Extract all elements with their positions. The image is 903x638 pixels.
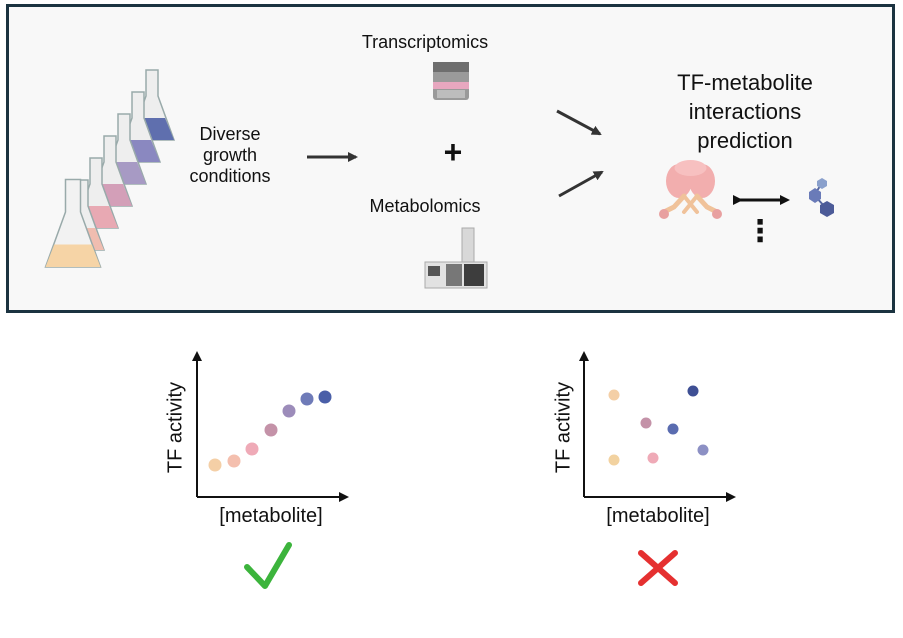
metabolite-molecule-icon — [809, 178, 834, 217]
data-point — [608, 454, 620, 466]
right-plot-axes — [579, 351, 736, 502]
data-point — [282, 404, 296, 418]
data-point — [697, 444, 709, 456]
mass-spectrometer-icon — [424, 227, 488, 289]
prediction-label-line: interactions — [688, 99, 802, 124]
transcription-factor-icon — [659, 160, 722, 219]
data-point — [647, 452, 659, 464]
arrow-diagonal-up-icon — [558, 170, 604, 198]
prediction-label-line: TF-metabolite — [677, 70, 813, 95]
check-icon — [244, 542, 292, 589]
prediction-label: TF-metabolite interactions prediction — [620, 68, 870, 155]
ellipsis-more: ⋮ — [745, 215, 775, 248]
metabolomics-label: Metabolomics — [369, 196, 481, 216]
data-point — [667, 423, 679, 435]
flask-stack-icon — [44, 69, 176, 268]
right-plot-points — [608, 385, 709, 466]
sequencer-icon — [433, 62, 469, 100]
right-plot-xlabel: [metabolite] — [606, 505, 710, 527]
arrow-diagonal-down-icon — [556, 109, 602, 136]
data-point — [318, 390, 332, 404]
left-plot-ylabel: TF activity — [164, 381, 187, 474]
data-point — [640, 417, 652, 429]
data-point — [300, 392, 314, 406]
transcriptomics-label: Transcriptomics — [361, 32, 489, 52]
cross-icon — [638, 550, 678, 586]
data-point — [208, 458, 222, 472]
plus-sign: + — [443, 134, 463, 170]
left-plot-axes — [192, 351, 349, 502]
data-point — [608, 389, 620, 401]
right-plot-ylabel: TF activity — [552, 381, 575, 474]
data-point — [687, 385, 699, 397]
growth-label-line: growth — [202, 145, 258, 165]
left-plot-xlabel: [metabolite] — [219, 505, 323, 527]
prediction-label-line: prediction — [697, 128, 793, 153]
data-point — [264, 423, 278, 437]
growth-conditions-label: Diverse growth conditions — [170, 124, 290, 187]
data-point — [227, 454, 241, 468]
growth-label-line: conditions — [189, 166, 271, 186]
flask-icon — [44, 178, 102, 268]
data-point — [245, 442, 259, 456]
left-plot-points — [208, 390, 332, 472]
growth-label-line: Diverse — [199, 124, 261, 144]
